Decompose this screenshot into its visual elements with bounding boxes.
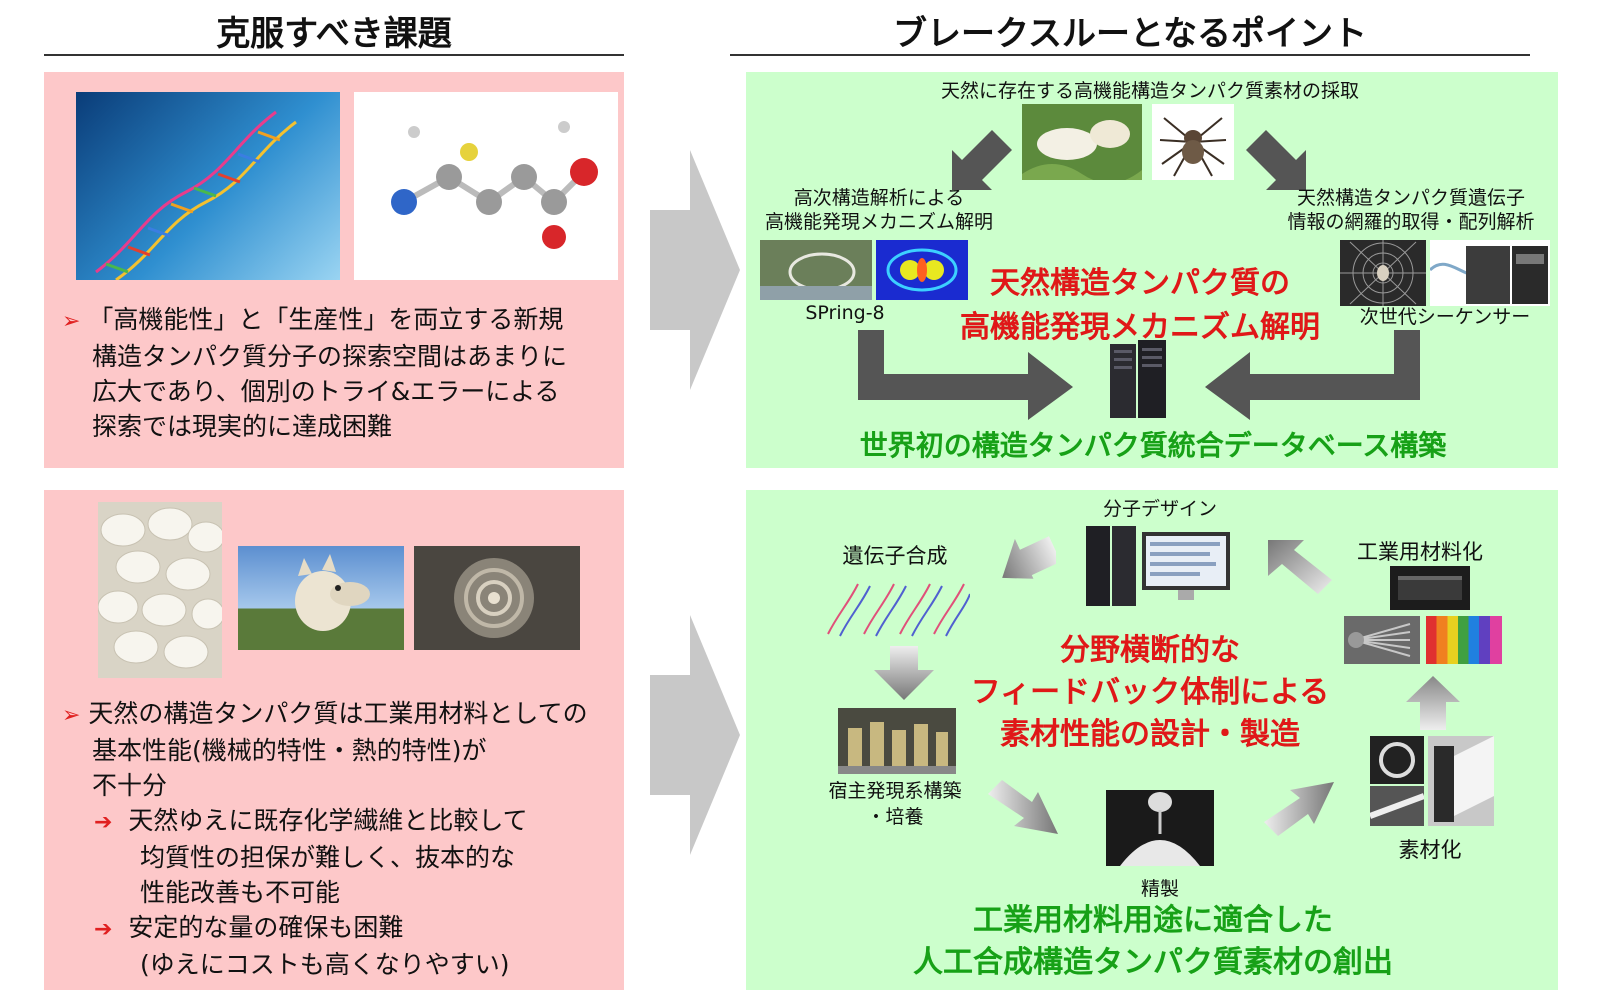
bullet-marker: ➢ [62, 703, 81, 728]
spring8-image [760, 240, 872, 300]
arrow-up-right-process-icon [1264, 782, 1334, 836]
industrial-label: 工業用材料化 [1357, 540, 1483, 564]
text-line: 分野横断的な [1060, 633, 1240, 668]
text-line: フィードバック体制による [970, 675, 1330, 710]
big-arrow-top [650, 150, 740, 390]
text-line: 探索では現実的に達成困難 [92, 412, 393, 441]
arrow-marker: ➔ [94, 917, 113, 942]
text-line: 高機能発現メカニズム解明 [960, 310, 1320, 345]
text-line: 人工合成構造タンパク質素材の創出 [913, 945, 1393, 980]
bottom-center-red-text: 分野横断的な フィードバック体制による 素材性能の設計・製造 [950, 630, 1350, 756]
material-label: 素材化 [1398, 838, 1462, 862]
film-image [1428, 736, 1494, 826]
lab-image [838, 708, 956, 774]
text-line: 素材性能の設計・製造 [1000, 717, 1300, 752]
dna-image [76, 92, 340, 280]
alpaca-image [238, 546, 404, 650]
text-line: 天然ゆえに既存化学繊維と比較して [128, 806, 528, 835]
left-header-rule [44, 54, 624, 56]
elbow-arrow-right-icon [1205, 330, 1420, 420]
sequencer-label: 次世代シーケンサー [1359, 306, 1531, 328]
text-line: 宿主発現系構築 [828, 780, 962, 802]
text-line: 不十分 [92, 771, 168, 800]
right-header-rule [730, 54, 1530, 56]
text-line: 構造タンパク質分子の探索空間はあまりに [92, 342, 568, 371]
left-header: 克服すべき課題 [216, 14, 452, 54]
workstation-icon [1086, 526, 1234, 608]
yarn-image [414, 546, 580, 650]
text-line: 「高機能性」と「生産性」を両立する新規 [88, 305, 564, 334]
text-line: 工業用材料用途に適合した [973, 903, 1333, 938]
turbine-image [1344, 616, 1420, 664]
arrow-down-right-process-icon [988, 780, 1058, 834]
text-line: 情報の網羅的取得・配列解析 [1287, 211, 1535, 233]
gene-label: 天然構造タンパク質遺伝子 情報の網羅的取得・配列解析 [1266, 186, 1556, 234]
arrow-down-right-icon [1246, 130, 1306, 190]
colorful-fabric-image [1426, 616, 1502, 664]
right-header: ブレークスルーとなるポイント [893, 14, 1367, 54]
dna-strands-icon [824, 574, 970, 640]
cocoon-image [98, 502, 222, 678]
text-line: 高次構造解析による [793, 187, 965, 209]
fiber-image-1 [1370, 736, 1424, 784]
purify-label: 精製 [1140, 878, 1179, 900]
top-center-red-text: 天然構造タンパク質の 高機能発現メカニズム解明 [940, 262, 1340, 350]
spider-image [1152, 104, 1234, 180]
elbow-arrow-left-icon [858, 330, 1073, 420]
challenge-bottom-text: ➢ 天然の構造タンパク質は工業用材料としての 基本性能(機械的特性・熱的特性)が… [62, 696, 588, 982]
top-bottom-green-text: 世界初の構造タンパク質統合データベース構築 [859, 429, 1447, 462]
structure-image [876, 240, 968, 300]
sequencer-image [1430, 240, 1550, 306]
text-line: (ゆえにコストも高くなりやすい) [140, 950, 510, 979]
text-line: 天然構造タンパク質遺伝子 [1296, 187, 1525, 209]
fiber-image-2 [1370, 786, 1424, 826]
text-line: 高機能発現メカニズム解明 [764, 211, 993, 233]
text-line: 天然の構造タンパク質は工業用材料としての [88, 699, 588, 728]
bullet-marker: ➢ [62, 309, 81, 334]
analysis-label: 高次構造解析による 高機能発現メカニズム解明 [748, 186, 1010, 234]
arrow-up-icon [1406, 676, 1460, 730]
silkworm-image [1022, 104, 1142, 180]
server-icon [1108, 340, 1168, 420]
design-label: 分子デザイン [1102, 498, 1217, 520]
text-line: 均質性の担保が難しく、抜本的な [140, 843, 516, 872]
arrow-marker: ➔ [94, 810, 113, 835]
text-line: ・培養 [866, 806, 924, 828]
bottom-bottom-green-text: 工業用材料用途に適合した 人工合成構造タンパク質素材の創出 [750, 900, 1556, 984]
challenge-top-text: ➢ 「高機能性」と「生産性」を両立する新規 構造タンパク質分子の探索空間はあまり… [62, 302, 567, 444]
text-line: 天然構造タンパク質の [990, 266, 1290, 301]
text-line: 性能改善も不可能 [140, 878, 341, 907]
molecule-image [354, 92, 618, 280]
powder-image [1106, 790, 1214, 866]
host-label: 宿主発現系構築 ・培養 [790, 778, 1000, 830]
text-line: 基本性能(機械的特性・熱的特性)が [92, 736, 487, 765]
big-arrow-bottom [650, 615, 740, 855]
gene-synth-label: 遺伝子合成 [842, 544, 948, 568]
spring8-label: SPring-8 [805, 302, 885, 324]
arrow-down-left-icon [952, 130, 1012, 190]
arrow-left-icon [1002, 536, 1056, 579]
roll-image [1390, 566, 1470, 610]
arrow-up-left-icon [1268, 540, 1332, 594]
text-line: 広大であり、個別のトライ&エラーによる [92, 377, 560, 406]
spider-web-image [1340, 240, 1426, 306]
collect-label: 天然に存在する高機能構造タンパク質素材の採取 [940, 80, 1359, 102]
text-line: 安定的な量の確保も困難 [128, 913, 404, 942]
arrow-down-icon [874, 646, 934, 700]
